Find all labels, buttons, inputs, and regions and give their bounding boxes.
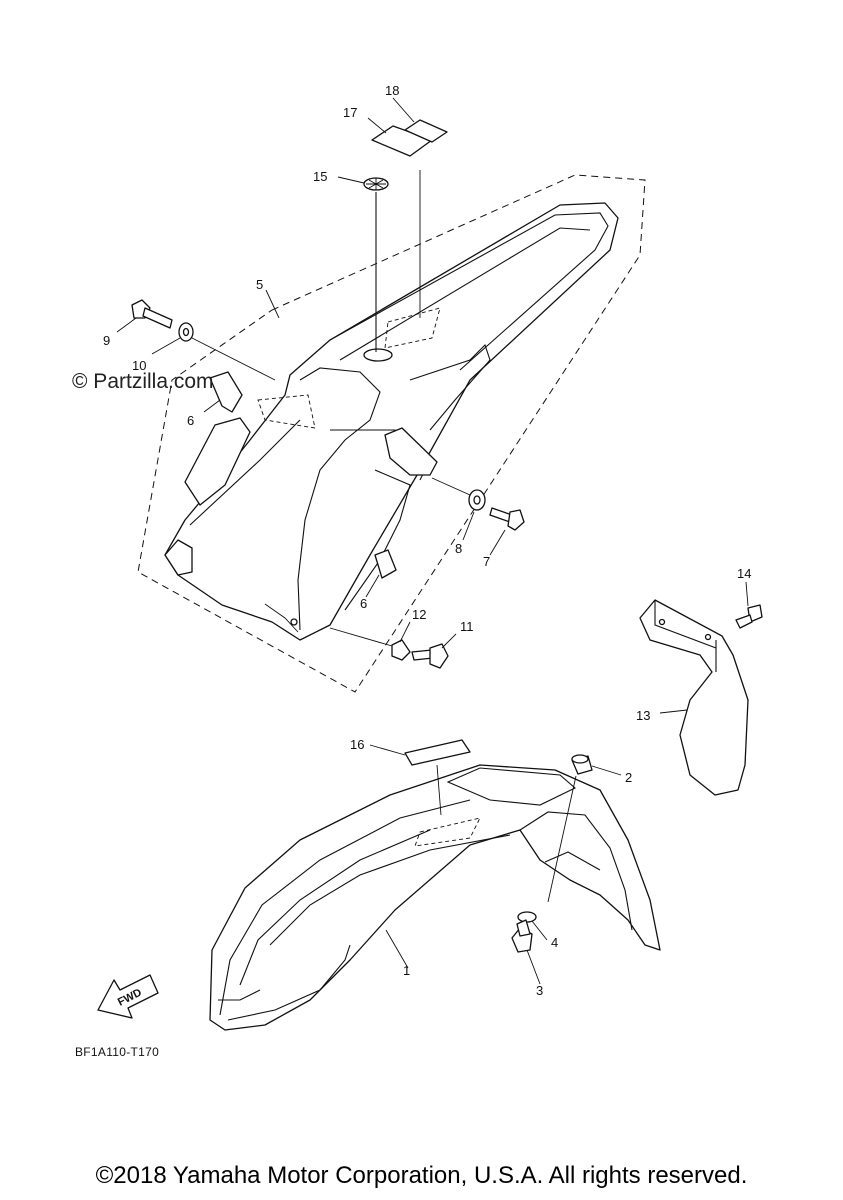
clip-nut-upper[interactable] [209,371,243,413]
callout-18[interactable]: 18 [385,83,399,98]
diagram-code: BF1A110-T170 [75,1045,159,1059]
callout-14[interactable]: 14 [737,566,751,581]
grommet-2[interactable] [571,754,593,775]
bolt-7[interactable] [489,507,525,531]
callout-15[interactable]: 15 [313,169,327,184]
callout-2[interactable]: 2 [625,770,632,785]
clip-nut-lower[interactable] [374,549,397,579]
callout-7[interactable]: 7 [483,554,490,569]
callout-13[interactable]: 13 [636,708,650,723]
watermark: © Partzilla.com [72,370,214,393]
label-18[interactable] [404,119,448,143]
mud-guard-13[interactable] [639,599,749,796]
copyright-notice: ©2018 Yamaha Motor Corporation, U.S.A. A… [95,1162,748,1189]
callout-3[interactable]: 3 [536,983,543,998]
callout-6-upper[interactable]: 6 [187,413,194,428]
rear-fender-assembly-outline [137,174,646,693]
callout-4[interactable]: 4 [551,935,558,950]
grommet-15[interactable] [363,177,389,191]
callout-1[interactable]: 1 [403,963,410,978]
callout-6-lower[interactable]: 6 [360,596,367,611]
screw-14[interactable] [735,604,763,629]
callout-11[interactable]: 11 [460,619,474,634]
fwd-arrow-icon: FWD [97,974,159,1019]
bolt-11[interactable] [411,643,449,669]
rear-flap[interactable] [184,417,251,506]
callout-10[interactable]: 10 [132,358,146,373]
front-fender[interactable] [209,764,661,1031]
callout-9[interactable]: 9 [103,333,110,348]
leader-lines [116,97,749,985]
washer-4[interactable] [517,911,537,923]
callout-5[interactable]: 5 [256,277,263,292]
callout-17[interactable]: 17 [343,105,357,120]
rear-fender[interactable] [164,202,619,641]
bolt-3[interactable] [511,919,533,953]
washer-8[interactable] [468,489,486,511]
collar-12[interactable] [391,639,411,661]
label-16[interactable] [404,739,471,766]
callout-12[interactable]: 12 [412,607,426,622]
bolt-9[interactable] [131,299,173,329]
callout-16[interactable]: 16 [350,737,364,752]
callout-8[interactable]: 8 [455,541,462,556]
washer-10[interactable] [178,322,194,342]
